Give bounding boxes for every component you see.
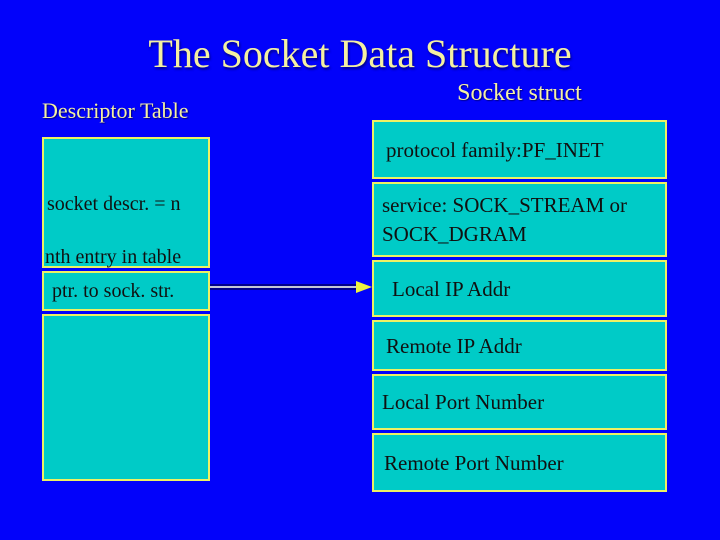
descriptor-entry-line2: nth entry in table — [45, 246, 182, 268]
descriptor-table-box: socket descr. = n nth entry in table ptr… — [42, 137, 210, 481]
slide-title: The Socket Data Structure — [148, 31, 572, 76]
socket-struct-box: protocol family:PF_INET service: SOCK_ST… — [372, 120, 667, 492]
field-remote-ip: Remote IP Addr — [372, 320, 667, 371]
field-local-port: Local Port Number — [372, 374, 667, 430]
socket-struct-label: Socket struct — [457, 80, 582, 106]
pointer-arrow-head-icon — [356, 281, 372, 293]
empty-table-cell — [42, 314, 210, 481]
pointer-arrow-line — [210, 286, 360, 288]
field-protocol-family: protocol family:PF_INET — [372, 120, 667, 179]
field-remote-port: Remote Port Number — [372, 433, 667, 492]
descriptor-entry-cell: socket descr. = n nth entry in table — [42, 137, 210, 268]
descriptor-table-label: Descriptor Table — [42, 98, 189, 123]
descriptor-entry-line1: socket descr. = n — [47, 193, 181, 215]
field-local-ip: Local IP Addr — [372, 260, 667, 317]
field-service: service: SOCK_STREAM or SOCK_DGRAM — [372, 182, 667, 257]
pointer-cell: ptr. to sock. str. — [42, 271, 210, 311]
